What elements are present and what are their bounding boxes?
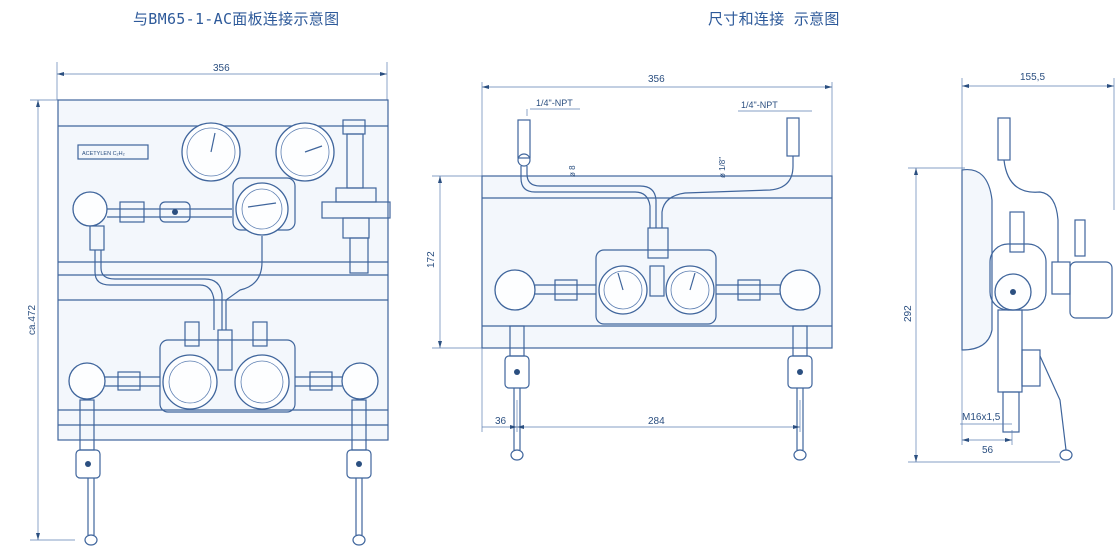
thread-dim-label: 56 — [982, 445, 994, 456]
left-contents-gauge — [68, 362, 106, 400]
offset-dim-label: 36 — [495, 416, 507, 427]
right-cylinder-valve — [346, 449, 372, 479]
inlet-ball-valve — [159, 201, 191, 223]
front-panel — [481, 175, 833, 349]
side-height-label: 292 — [903, 305, 914, 322]
npt-left-label: 1/4"-NPT — [536, 98, 573, 108]
side-wall-plate — [961, 168, 993, 351]
diameter-8-label: ø 8 — [568, 165, 577, 177]
left-width-dimension: 356 — [56, 62, 388, 100]
right-contents-gauge — [341, 362, 379, 400]
side-top-fitting — [997, 117, 1011, 161]
left-npt-fitting — [517, 119, 531, 159]
front-dimension-view: 356 172 1/4"-NPT 1/4"-NPT ø 8 ø 1/8" — [426, 74, 833, 461]
left-height-label: ca.472 — [27, 305, 38, 335]
cylinder-gauge-left — [162, 354, 218, 410]
small-inlet-gauge — [72, 191, 108, 227]
regulator-dial — [235, 182, 289, 236]
thread-label: M16x1,5 — [962, 412, 1001, 423]
front-height-label: 172 — [426, 251, 437, 268]
side-cylinder-valve — [997, 309, 1023, 393]
spacing-dim-label: 284 — [648, 416, 665, 427]
front-manifold — [595, 249, 717, 325]
side-gauge-body — [1069, 261, 1113, 319]
right-npt-fitting — [786, 117, 800, 157]
gas-label-plate — [77, 144, 149, 160]
side-width-label: 155,5 — [1020, 72, 1045, 83]
side-dimension-view: 155,5 292 M16x1,5 56 — [903, 72, 1115, 463]
npt-right-label: 1/4"-NPT — [741, 100, 778, 110]
left-panel-view: 356 ca.472 ACETYLEN C₂H₂ — [27, 62, 391, 546]
gas-label-text: ACETYLEN C₂H₂ — [82, 151, 125, 157]
left-diagram-title: 与BM65-1-AC面板连接示意图 — [133, 10, 340, 28]
diameter-1-8-label: ø 1/8" — [718, 157, 727, 178]
left-width-label: 356 — [213, 63, 230, 74]
front-outer-gauge-left — [494, 269, 536, 311]
front-width-label: 356 — [648, 74, 665, 85]
left-height-dimension: ca.472 — [27, 99, 75, 541]
front-outer-gauge-right — [779, 269, 821, 311]
cylinder-gauge-right — [234, 354, 290, 410]
right-diagram-title: 尺寸和连接 示意图 — [708, 10, 840, 28]
changeover-manifold — [159, 339, 296, 413]
